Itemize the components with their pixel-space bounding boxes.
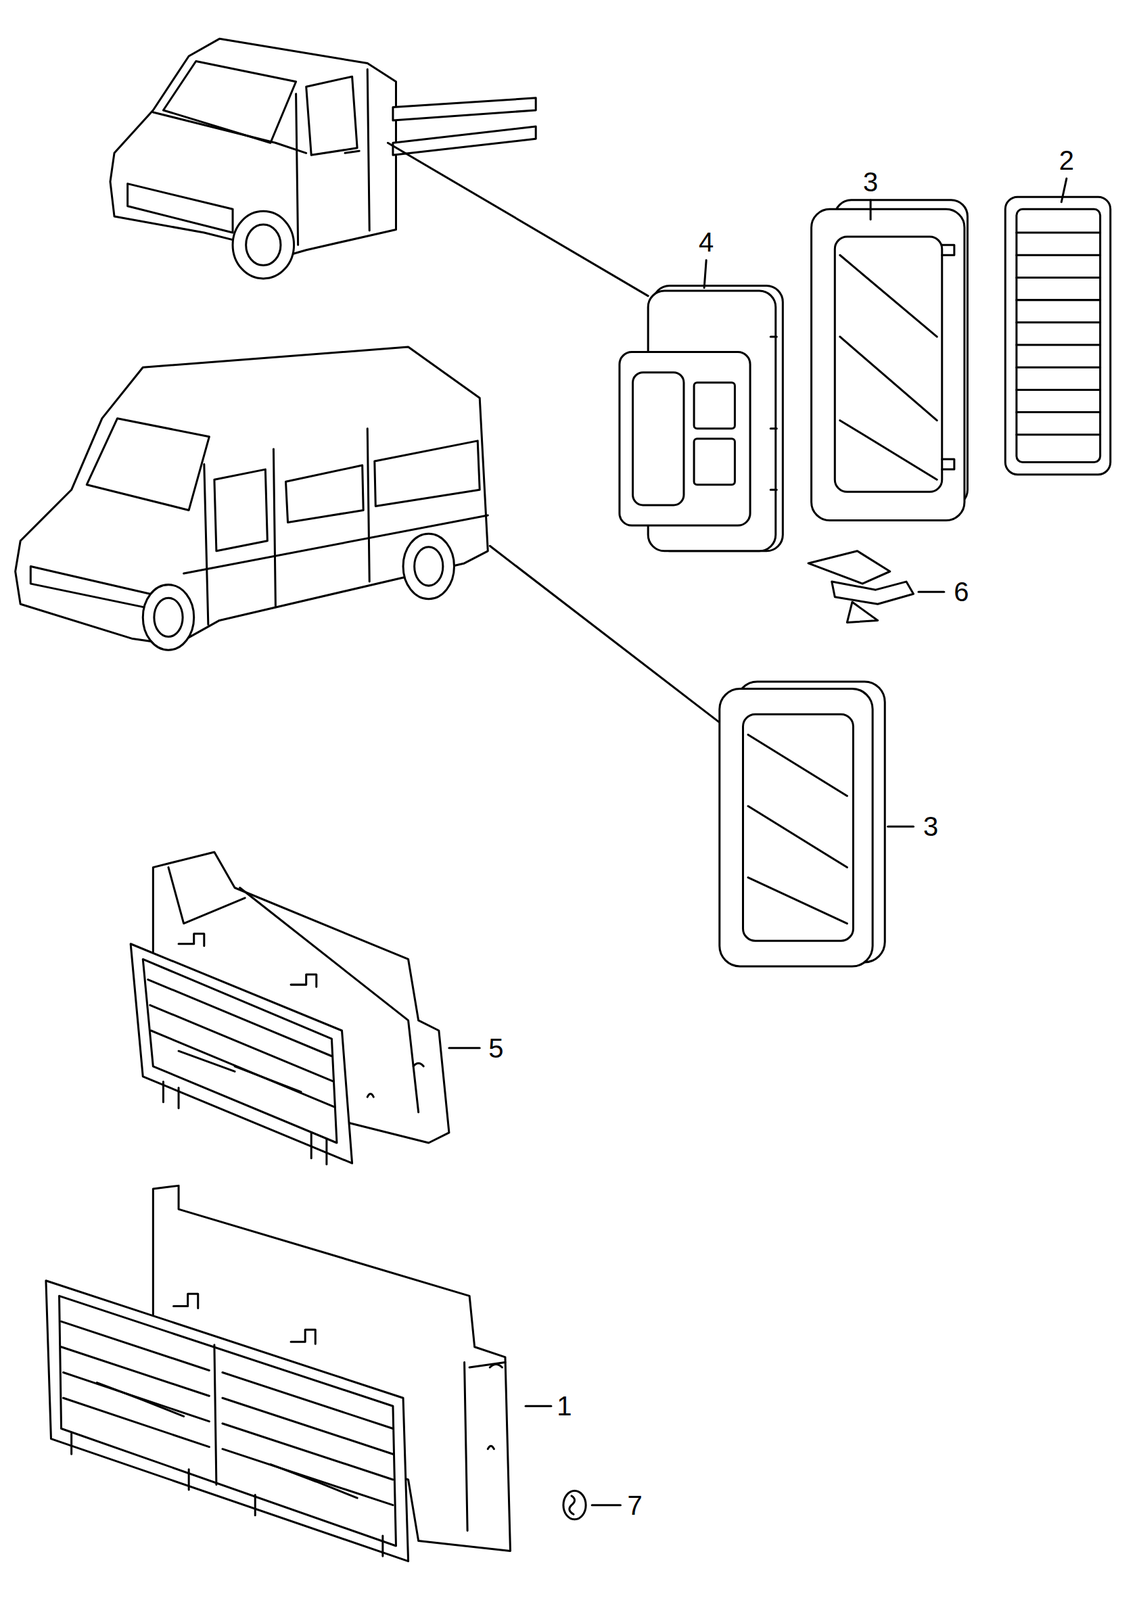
vent-grille: [811, 200, 968, 521]
callout-number: 6: [952, 578, 970, 606]
vent-housing: [619, 286, 783, 552]
air-vent: [130, 852, 480, 1165]
vent-grille: [719, 681, 914, 967]
callout-number: 4: [697, 228, 715, 256]
callout-number: 7: [625, 1492, 644, 1520]
washer: [563, 1491, 621, 1520]
leader-line: [869, 200, 872, 220]
leader-line: [1061, 178, 1067, 203]
leader-line: [704, 260, 707, 289]
callout-number: 5: [486, 1034, 505, 1062]
callout-number: 3: [921, 812, 940, 841]
callout-number: 2: [1057, 146, 1076, 174]
callout-number: 1: [555, 1392, 573, 1420]
vent-cover: [1005, 196, 1110, 475]
callout-number: 3: [861, 168, 880, 196]
air-vent: [45, 1185, 552, 1562]
truck-illustration: [110, 38, 648, 296]
clip: [808, 551, 945, 623]
